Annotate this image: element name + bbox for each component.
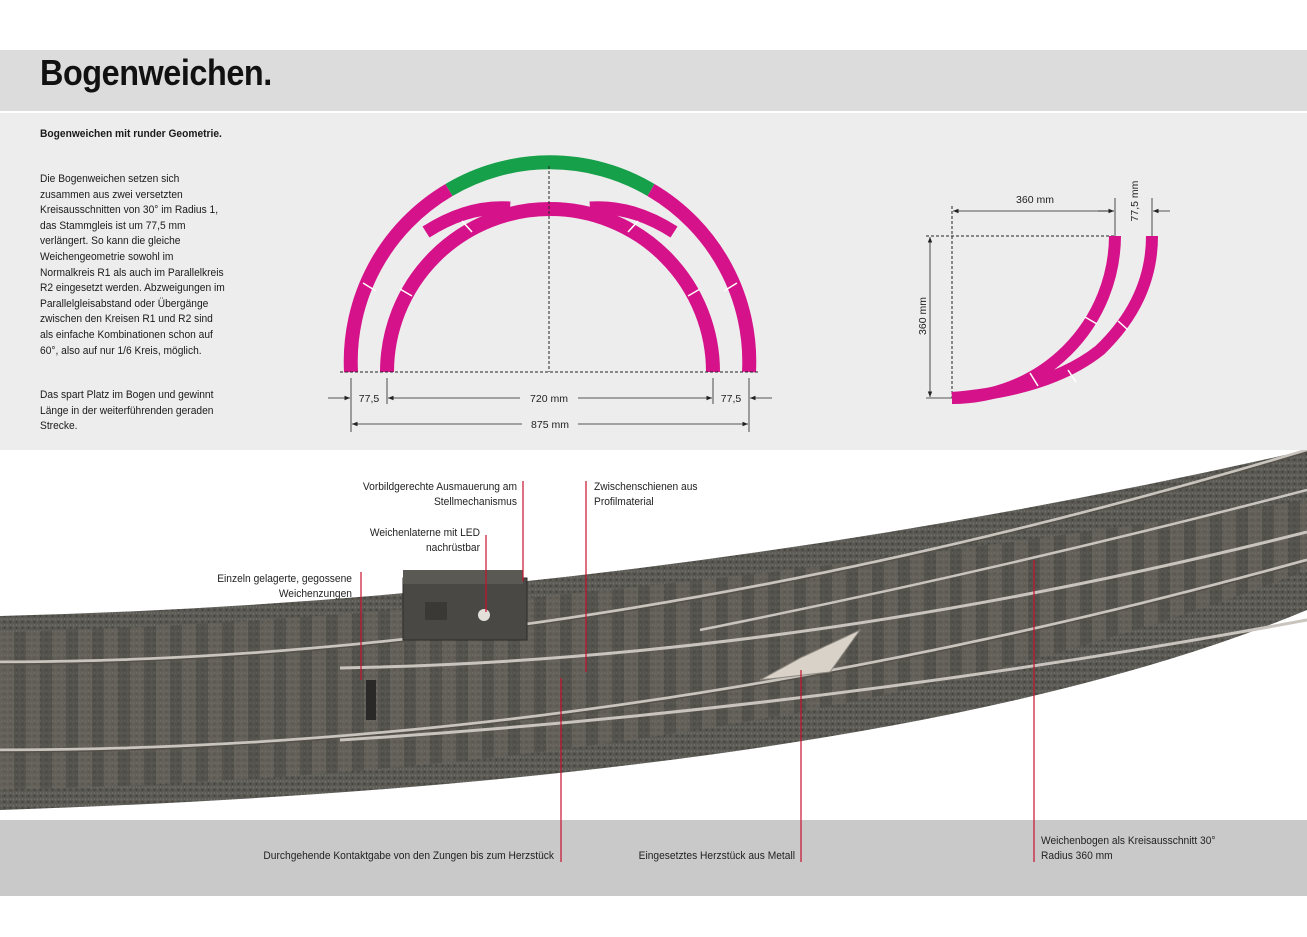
dim-label-width: 360 mm — [1016, 194, 1054, 206]
dim-label-right: 77,5 — [721, 393, 742, 405]
dim-label-left: 77,5 — [359, 393, 380, 405]
dim-label-total: 875 mm — [531, 419, 569, 431]
callout-frog: Eingesetztes Herzstück aus Metall — [638, 850, 795, 862]
callout-lantern: Weichenlaterne mit LED nachrüstbar — [369, 527, 480, 554]
intro-heading: Bogenweichen mit runder Geometrie. — [40, 128, 222, 140]
dim-label-offset: 77,5 mm — [1129, 180, 1141, 221]
turnout-photo — [0, 450, 1307, 820]
arch-diagram: 77,5 720 mm 77,5 875 mm — [328, 155, 772, 432]
callout-tongues: Einzeln gelagerte, gegossene Weichenzung… — [217, 573, 352, 600]
callout-contact: Durchgehende Kontaktgabe von den Zungen … — [263, 850, 554, 862]
callout-curve: Weichenbogen als Kreisausschnitt 30° Rad… — [1041, 835, 1216, 862]
dim-label-center: 720 mm — [530, 393, 568, 405]
info-panel — [0, 113, 1307, 450]
bottom-band — [0, 820, 1307, 896]
callout-rails: Zwischenschienen aus Profilmaterial — [594, 481, 698, 508]
callout-lines-lower — [560, 820, 1035, 862]
intro-paragraph: Die Bogenweichen setzen sich zusammen au… — [40, 173, 225, 357]
dim-label-height: 360 mm — [917, 297, 929, 335]
track-diagrams: 77,5 720 mm 77,5 875 mm 360 mm 77,5 mm 3… — [328, 155, 1170, 432]
quarter-diagram: 360 mm 77,5 mm 360 mm — [917, 180, 1170, 404]
intro-paragraph: Das spart Platz im Bogen und gewinnt Län… — [40, 389, 214, 433]
callout-masonry: Vorbildgerechte Ausmauerung am Stellmech… — [362, 481, 517, 508]
title-band — [0, 50, 1307, 111]
page-title: Bogenweichen. — [40, 52, 272, 93]
